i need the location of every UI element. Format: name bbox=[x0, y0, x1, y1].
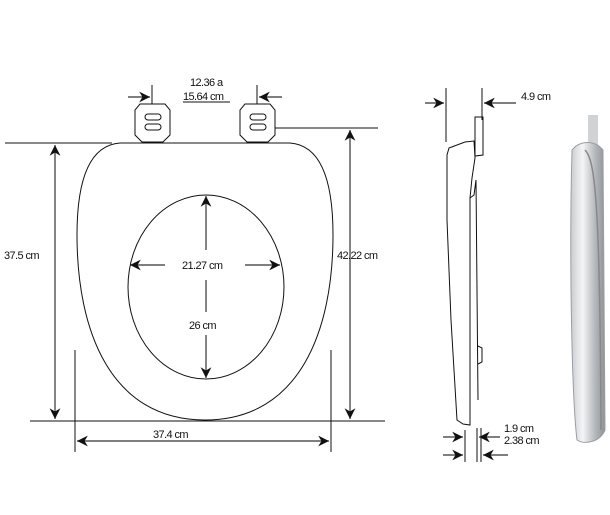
left-hinge bbox=[134, 103, 171, 143]
total-length-label: 42.22 cm bbox=[337, 250, 378, 262]
product-side-photo bbox=[570, 115, 606, 443]
hinge-spacing-label: 15.64 cm bbox=[183, 91, 224, 103]
right-hinge bbox=[239, 103, 276, 143]
seat-opening bbox=[127, 194, 285, 380]
hinge-spacing-a-label: 12.36 a bbox=[190, 77, 224, 89]
lid-thickness-label: 1.9 cm bbox=[504, 423, 534, 435]
front-view bbox=[5, 85, 385, 452]
seat-thickness-label: 2.38 cm bbox=[504, 435, 539, 447]
seat-length-label: 37.5 cm bbox=[4, 250, 39, 262]
hinge-depth-label: 4.9 cm bbox=[521, 91, 551, 103]
inner-length-label: 26 cm bbox=[189, 320, 216, 332]
seat-outline bbox=[76, 142, 334, 421]
side-view bbox=[425, 88, 516, 462]
inner-width-label: 21.27 cm bbox=[182, 260, 223, 272]
seat-width-label: 37.4 cm bbox=[153, 429, 188, 441]
